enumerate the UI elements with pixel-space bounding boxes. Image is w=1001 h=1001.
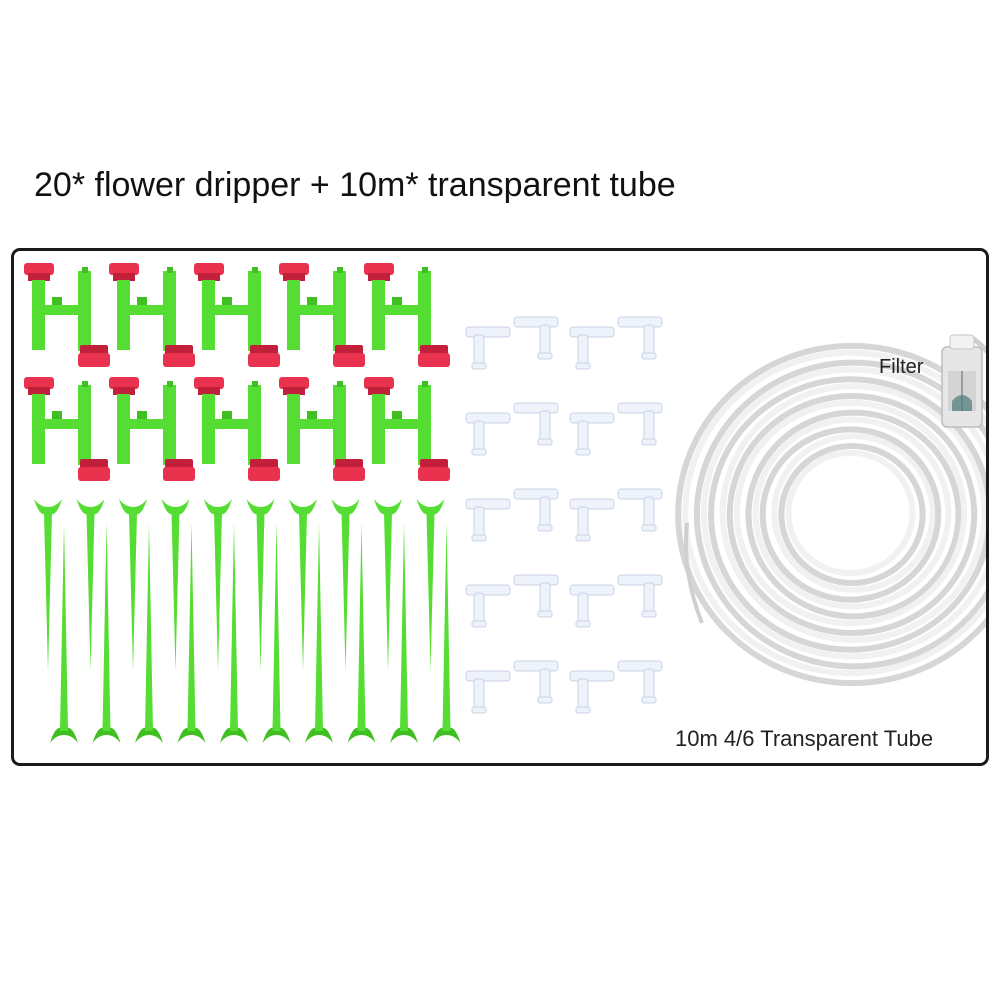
tee-connector-group: [465, 316, 663, 714]
flower-dripper: [279, 263, 365, 367]
tee-connector: [513, 402, 559, 446]
tee-connector: [465, 498, 511, 542]
dripper-stake: [204, 499, 248, 743]
dripper-stake-group: [34, 499, 461, 743]
tee-connector: [617, 488, 663, 532]
tee-connector: [513, 574, 559, 618]
flower-dripper: [364, 377, 450, 481]
dripper-stake: [34, 499, 78, 743]
flower-dripper: [364, 263, 450, 367]
page-title: 20* flower dripper + 10m* transparent tu…: [34, 166, 676, 204]
flower-dripper: [279, 377, 365, 481]
tee-connector: [513, 660, 559, 704]
filter-label: Filter: [879, 356, 924, 378]
tee-connector: [617, 574, 663, 618]
dripper-stake: [331, 499, 376, 743]
tee-connector: [569, 670, 615, 714]
product-illustration: [24, 263, 986, 743]
dripper-stake: [246, 499, 291, 743]
flower-dripper-group: [24, 263, 450, 481]
tee-connector: [465, 412, 511, 456]
tee-connector: [465, 584, 511, 628]
dripper-stake: [374, 499, 418, 743]
tee-connector: [569, 584, 615, 628]
filter-image: [941, 334, 983, 428]
tee-connector: [513, 316, 559, 360]
dripper-stake: [119, 499, 163, 743]
dripper-stake: [416, 499, 461, 743]
dripper-stake: [161, 499, 206, 743]
flower-dripper: [194, 377, 280, 481]
tee-connector: [465, 326, 511, 370]
tee-connector: [569, 412, 615, 456]
dripper-stake: [76, 499, 121, 743]
transparent-tube-coil: [675, 335, 986, 687]
tee-connector: [513, 488, 559, 532]
dripper-stake: [289, 499, 333, 743]
flower-dripper: [24, 263, 110, 367]
tee-connector: [617, 316, 663, 360]
flower-dripper: [109, 263, 195, 367]
tee-connector: [617, 402, 663, 446]
flower-dripper: [109, 377, 195, 481]
tee-connector: [617, 660, 663, 704]
tee-connector: [569, 498, 615, 542]
tee-connector: [465, 670, 511, 714]
flower-dripper: [194, 263, 280, 367]
flower-dripper: [24, 377, 110, 481]
product-panel: Filter 10m 4/6 Transparent Tube: [11, 248, 989, 766]
tube-label: 10m 4/6 Transparent Tube: [675, 726, 934, 751]
tee-connector: [569, 326, 615, 370]
